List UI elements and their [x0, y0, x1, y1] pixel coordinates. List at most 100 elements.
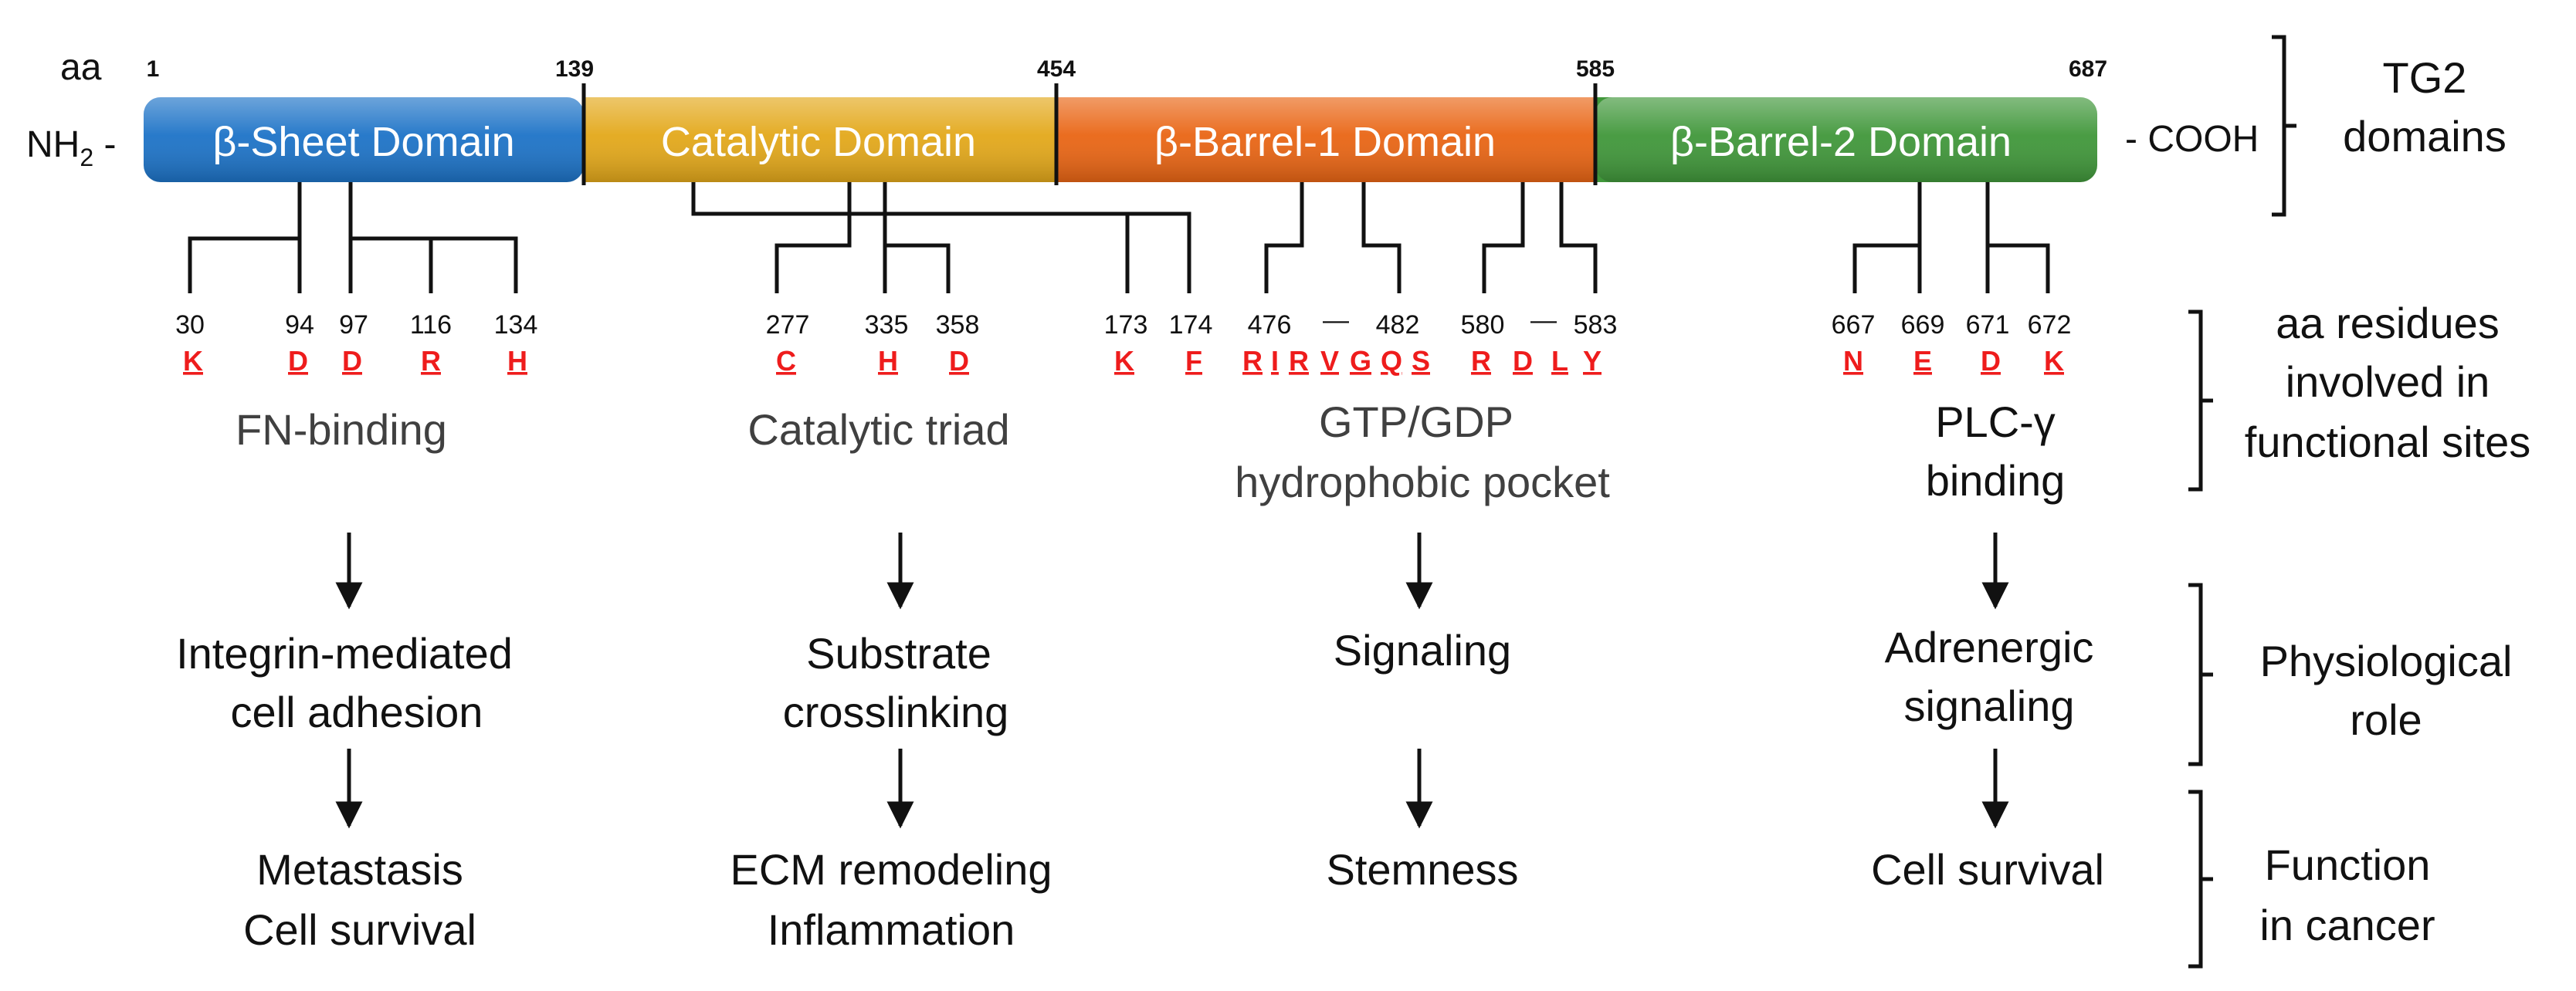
domain-beta-barrel-1: β-Barrel-1 Domain [1056, 97, 1595, 182]
domain-bar: β-Sheet Domain Catalytic Domain β-Barrel… [144, 83, 2097, 185]
role-crosslinking-line1: Substrate [806, 629, 991, 678]
residue-letter: Y [1583, 345, 1602, 377]
residue-number: 335 [865, 310, 909, 340]
domain-catalytic: Catalytic Domain [584, 97, 1056, 182]
aa-axis-label: aa [60, 47, 102, 88]
residue-letter: D [949, 345, 969, 377]
protein-bar-header: aa 1 139 454 585 687 NH2 - - COOH [26, 47, 2259, 171]
label-in-cancer: in cancer [2259, 901, 2435, 949]
fn-binding-label: FN-binding [236, 405, 447, 454]
domain-dividers [581, 83, 1598, 185]
residue-letter: K [1114, 345, 1134, 377]
residue-number: 173 [1104, 310, 1148, 340]
residue-letter: V [1320, 345, 1339, 377]
residue-number: 94 [285, 310, 314, 340]
label-domains: domains [2343, 112, 2507, 161]
residue-number: 134 [494, 310, 538, 340]
residue-letter: D [288, 345, 308, 377]
residue-letter: F [1185, 345, 1202, 377]
label-functional-sites: functional sites [2245, 418, 2530, 466]
residue-range-dash: — [1530, 306, 1557, 335]
residue-letter: C [776, 345, 796, 377]
bracket-physiological [2188, 583, 2213, 766]
residue-letter: G [1350, 345, 1371, 377]
residue-letter: D [342, 345, 362, 377]
right-labels: TG2 domains aa residues involved in func… [2245, 53, 2530, 949]
catalytic-triad-label: Catalytic triad [747, 405, 1009, 454]
residue-letter: H [507, 345, 527, 377]
residue-number: 97 [339, 310, 368, 340]
position-454: 454 [1037, 56, 1076, 82]
residue-letter: I [1271, 345, 1279, 377]
position-687: 687 [2069, 56, 2107, 82]
residue-letter: R [421, 345, 441, 377]
domain-label: β-Barrel-1 Domain [1154, 119, 1496, 165]
cancer-functions: Metastasis Cell survival ECM remodeling … [243, 845, 2104, 954]
label-involved-in: involved in [2286, 357, 2490, 406]
residue-letter: N [1843, 345, 1863, 377]
residue-letters: K D D R H C H D K F R I R V G Q S R D L … [183, 345, 2064, 377]
plc-binding-label-line1: PLC-γ [1935, 397, 2056, 446]
position-139: 139 [555, 56, 594, 82]
residue-number: 277 [766, 310, 810, 340]
residue-letter: S [1412, 345, 1430, 377]
residue-number: 476 [1248, 310, 1292, 340]
functional-site-labels: FN-binding Catalytic triad GTP/GDP hydro… [236, 397, 2065, 506]
gtp-pocket-label-line2: hydrophobic pocket [1235, 458, 1610, 506]
label-physiological: Physiological [2260, 637, 2513, 685]
residue-letter: L [1551, 345, 1568, 377]
residue-number: 580 [1461, 310, 1505, 340]
bracket-function-cancer [2188, 790, 2213, 969]
flow-arrows [335, 533, 2009, 829]
residue-number: 667 [1832, 310, 1876, 340]
residue-letter: D [1981, 345, 2001, 377]
domain-beta-sheet: β-Sheet Domain [144, 97, 584, 182]
cancer-ecm-remodeling: ECM remodeling [730, 845, 1052, 894]
domain-beta-barrel-2: β-Barrel-2 Domain [1595, 97, 2097, 182]
residue-connectors [188, 182, 2050, 293]
domain-label: β-Barrel-2 Domain [1670, 119, 2012, 165]
role-adrenergic-line2: signaling [1903, 682, 2074, 730]
residue-number: 358 [936, 310, 980, 340]
label-function: Function [2265, 840, 2431, 889]
residue-number: 482 [1376, 310, 1420, 340]
role-integrin-line1: Integrin-mediated [176, 629, 513, 678]
residue-letter: R [1289, 345, 1309, 377]
residue-letter: H [878, 345, 898, 377]
cancer-cell-survival-2: Cell survival [1871, 845, 2104, 894]
cancer-metastasis: Metastasis [256, 845, 463, 894]
residue-number: 671 [1966, 310, 2010, 340]
cancer-inflammation: Inflammation [768, 905, 1015, 954]
gtp-pocket-label-line1: GTP/GDP [1319, 397, 1513, 446]
label-role: role [2350, 695, 2422, 744]
residue-numbers: 30 94 97 116 134 277 335 358 173 174 476… [175, 306, 2071, 340]
residue-letter: E [1913, 345, 1932, 377]
bracket-tg2-domains [2272, 35, 2296, 217]
role-adrenergic-line1: Adrenergic [1885, 623, 2094, 671]
residue-number: 669 [1901, 310, 1945, 340]
right-brackets [2188, 35, 2296, 969]
plc-binding-label-line2: binding [1926, 456, 2066, 505]
cancer-cell-survival: Cell survival [243, 905, 476, 954]
residue-letter: Q [1381, 345, 1402, 377]
residue-range-dash: — [1323, 306, 1349, 335]
label-tg2: TG2 [2383, 53, 2467, 102]
label-aa-residues: aa residues [2276, 299, 2500, 347]
residue-number: 116 [410, 310, 452, 340]
residue-number: 30 [175, 310, 205, 340]
domain-label: Catalytic Domain [661, 119, 976, 165]
residue-number: 174 [1169, 310, 1213, 340]
role-signaling: Signaling [1334, 626, 1511, 675]
residue-letter: D [1513, 345, 1533, 377]
role-crosslinking-line2: crosslinking [783, 688, 1009, 736]
position-1: 1 [147, 56, 160, 82]
domain-label: β-Sheet Domain [212, 119, 514, 165]
role-integrin-line2: cell adhesion [231, 688, 483, 736]
position-labels: 1 139 454 585 687 [147, 56, 2107, 82]
residue-number: 583 [1574, 310, 1618, 340]
physiological-roles: Integrin-mediated cell adhesion Substrat… [176, 623, 2093, 736]
residue-letter: R [1242, 345, 1263, 377]
cancer-stemness: Stemness [1327, 845, 1519, 894]
residue-number: 672 [2028, 310, 2072, 340]
